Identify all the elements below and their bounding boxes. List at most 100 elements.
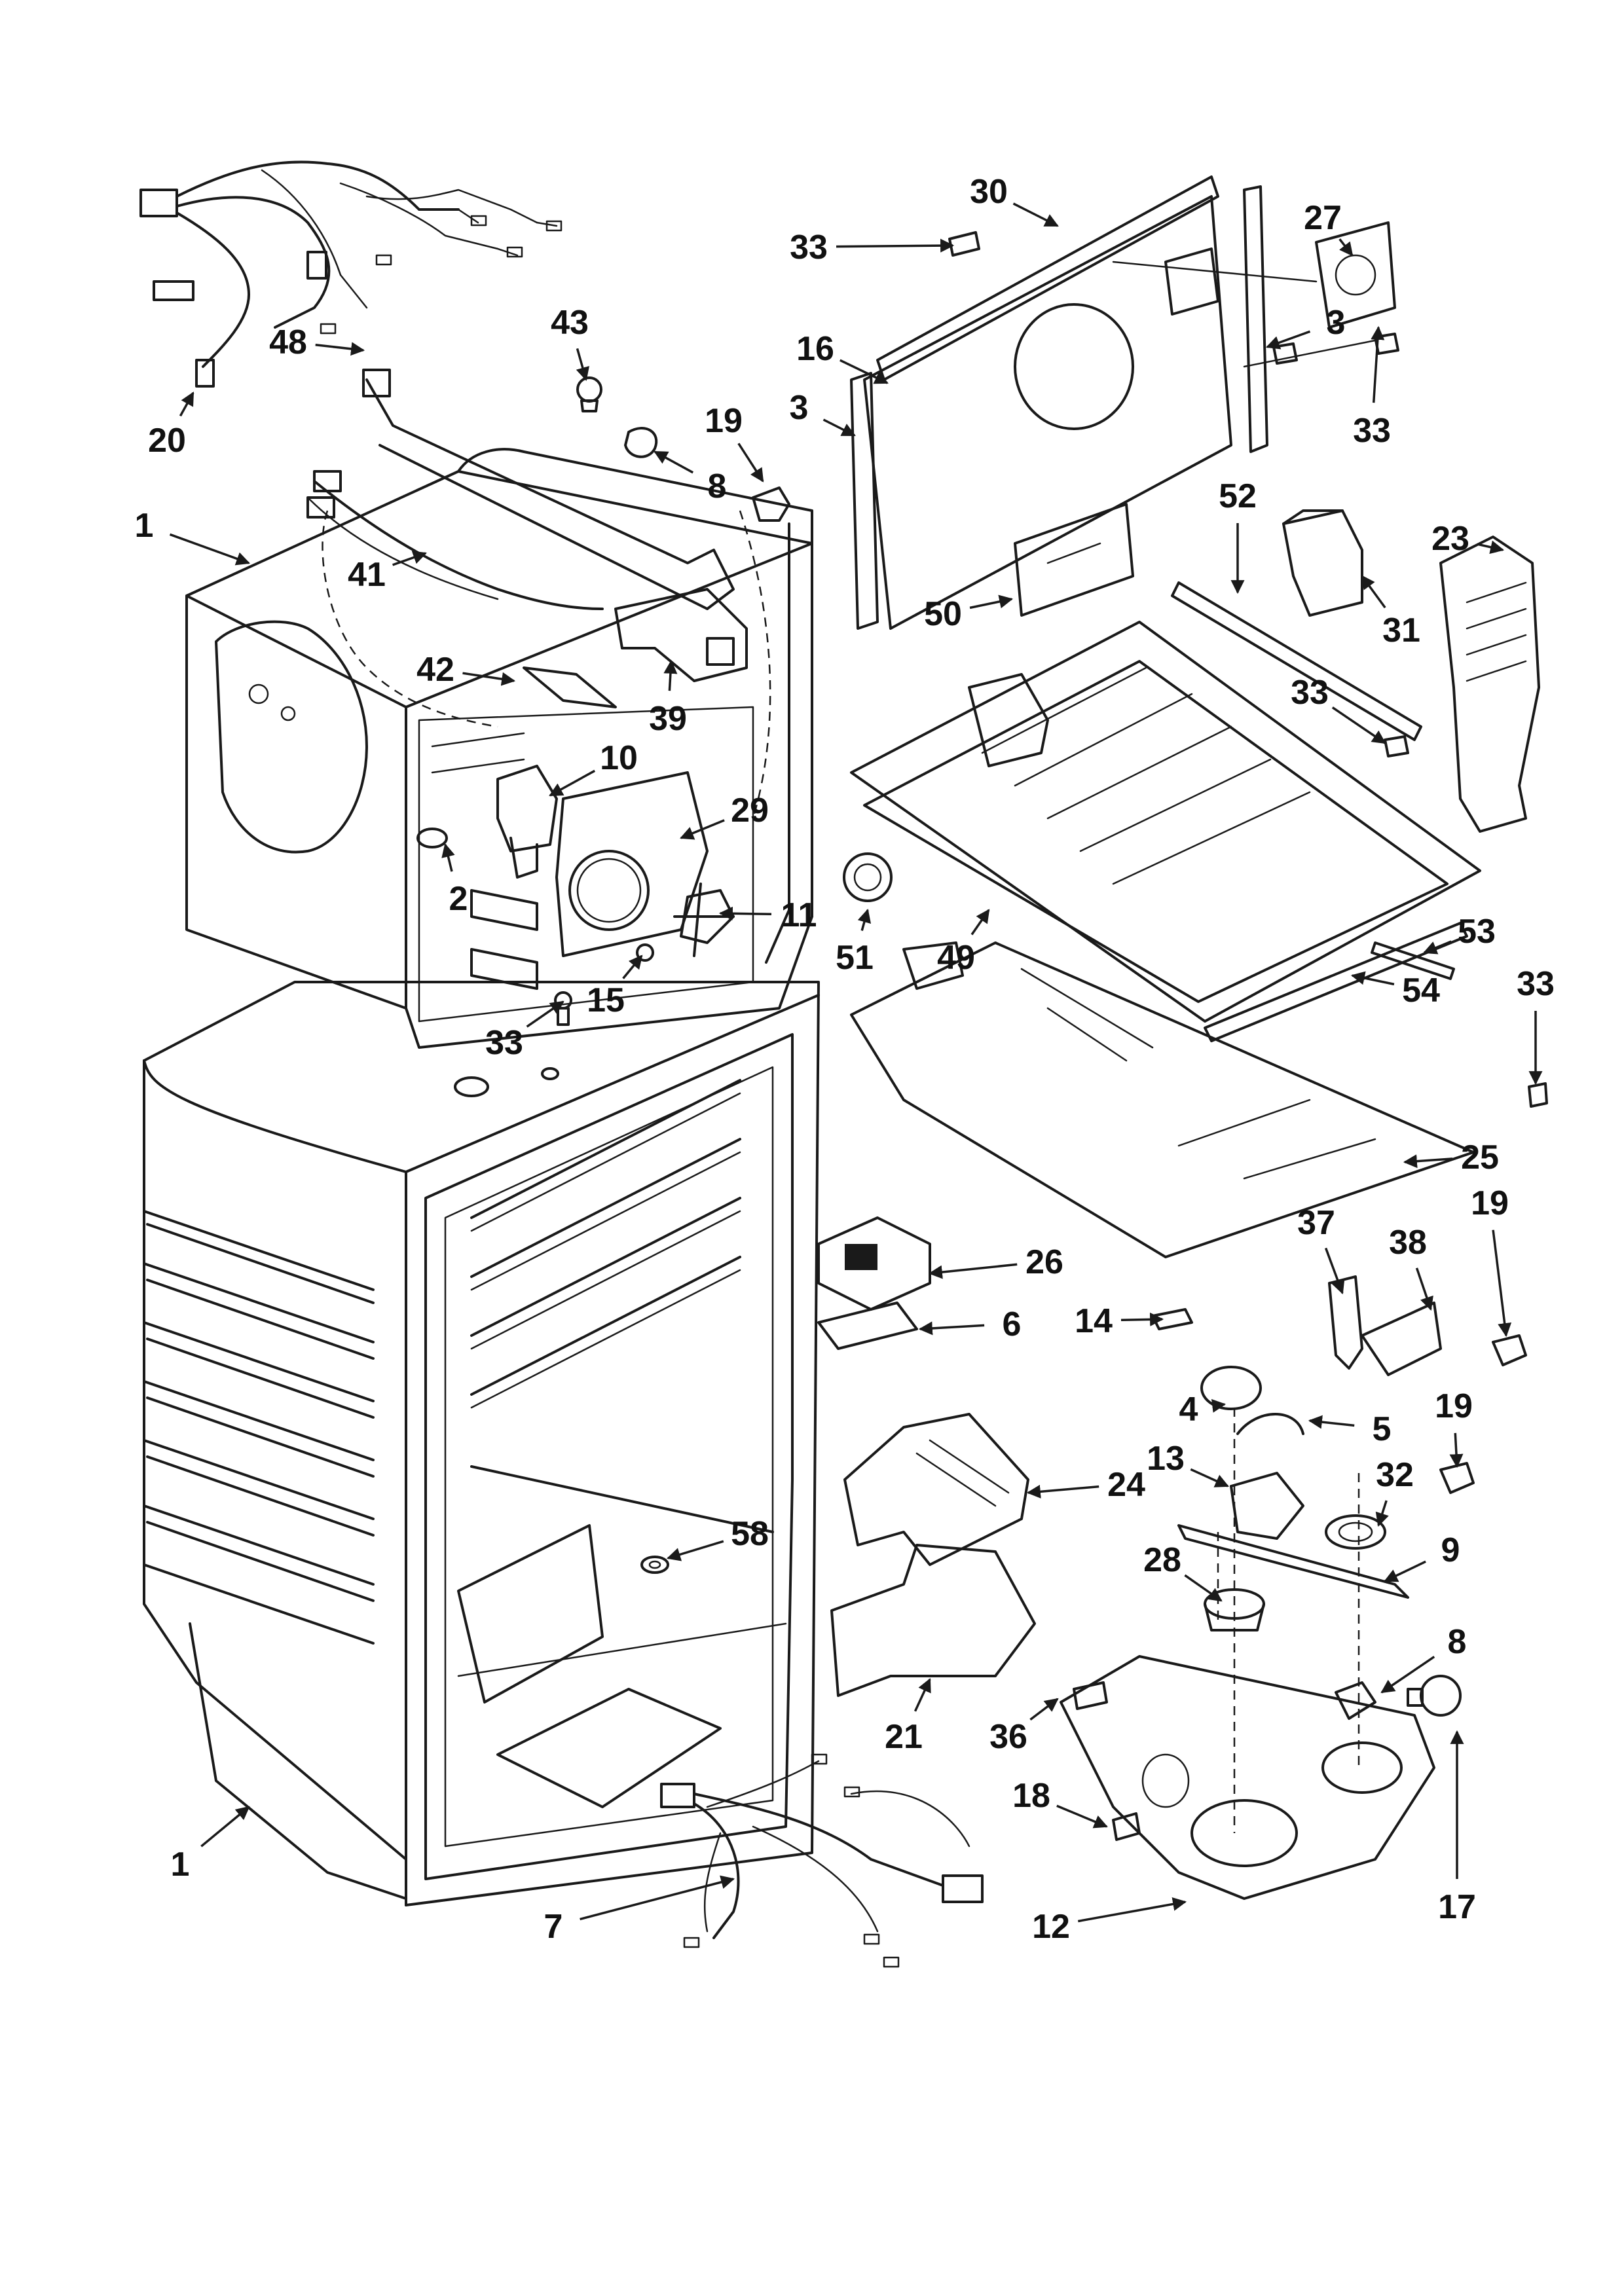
callout-number: 29 — [731, 792, 769, 829]
callout-leader — [1423, 940, 1452, 955]
callout-number: 58 — [731, 1515, 769, 1553]
callout-c5: 5 — [1308, 1410, 1391, 1448]
callout-leader — [1211, 1398, 1227, 1413]
callout-leader — [1403, 1154, 1453, 1169]
callout-c3a: 3 — [790, 389, 856, 437]
callout-number: 24 — [1107, 1466, 1145, 1504]
callout-leader — [654, 450, 694, 474]
callout-leader — [718, 906, 772, 920]
callout-number: 19 — [705, 402, 743, 440]
freezer-back-panel — [850, 175, 1399, 630]
callout-number: 15 — [587, 981, 625, 1019]
freezer-liner-upper — [185, 448, 813, 1049]
callout-c1a: 1 — [135, 507, 250, 566]
callout-leader — [737, 443, 764, 483]
callout-leader — [1331, 706, 1386, 744]
callout-leader — [622, 955, 643, 979]
callout-leader — [1492, 1230, 1512, 1338]
freezer-shelf-assembly — [843, 509, 1548, 1258]
callout-leader — [526, 1000, 564, 1028]
callout-number: 13 — [1147, 1440, 1185, 1478]
callout-number: 20 — [148, 422, 186, 460]
callout-c27: 27 — [1304, 199, 1354, 257]
callout-c51: 51 — [836, 908, 874, 977]
callout-leader — [1415, 1267, 1433, 1311]
callout-leader — [913, 1678, 931, 1712]
callout-leader — [836, 238, 955, 253]
callout-leader — [200, 1806, 250, 1848]
callout-leader — [1380, 1656, 1435, 1694]
callout-leader — [1120, 1312, 1164, 1326]
callout-number: 4 — [1179, 1391, 1198, 1429]
callout-c39: 39 — [649, 659, 687, 738]
callout-number: 36 — [989, 1718, 1027, 1756]
callout-leader — [663, 659, 678, 691]
callout-leader — [315, 342, 365, 356]
callout-number: 48 — [269, 323, 307, 361]
callout-leader — [1026, 1484, 1099, 1499]
callout-c38: 38 — [1389, 1224, 1433, 1311]
callout-number: 9 — [1441, 1531, 1460, 1569]
callout-c13: 13 — [1147, 1440, 1229, 1487]
callout-number: 37 — [1297, 1204, 1335, 1242]
callout-leader — [1375, 1500, 1389, 1527]
callout-c19c: 19 — [1435, 1387, 1473, 1468]
callout-c54: 54 — [1350, 971, 1440, 1010]
callout-c8b: 8 — [1380, 1623, 1467, 1694]
callout-leader — [179, 392, 194, 417]
callout-c8a: 8 — [654, 450, 726, 505]
callout-number: 43 — [551, 304, 589, 342]
callout-c30: 30 — [970, 173, 1059, 227]
dispenser-parts — [817, 1216, 1527, 1900]
callout-number: 33 — [1353, 412, 1391, 450]
wiring-harness-upper — [139, 160, 563, 388]
callout-c29: 29 — [680, 792, 769, 840]
callout-leader — [441, 843, 455, 872]
callout-c52: 52 — [1219, 477, 1257, 594]
callout-leader — [549, 769, 596, 797]
callout-number: 1 — [171, 1846, 190, 1884]
callout-number: 41 — [348, 556, 386, 594]
callout-number: 50 — [924, 595, 962, 633]
callout-number: 33 — [485, 1024, 523, 1062]
callout-leader — [1350, 971, 1395, 986]
callout-leader — [1371, 325, 1385, 403]
callout-leader — [1449, 1432, 1464, 1468]
callout-c17: 17 — [1438, 1730, 1476, 1926]
callout-number: 33 — [1517, 965, 1555, 1003]
callout-number: 38 — [1389, 1224, 1427, 1262]
callout-leader — [928, 1263, 1018, 1279]
callout-c36: 36 — [989, 1698, 1059, 1756]
callout-c4: 4 — [1179, 1391, 1227, 1429]
callout-leader — [822, 418, 856, 437]
callout-number: 14 — [1075, 1302, 1113, 1340]
callout-c33d: 33 — [1291, 674, 1386, 744]
callout-c25: 25 — [1403, 1139, 1499, 1176]
callout-c58: 58 — [666, 1515, 769, 1561]
callout-number: 27 — [1304, 199, 1342, 237]
callout-leader — [1029, 1698, 1059, 1721]
callout-leader — [392, 551, 427, 566]
callout-leader — [1184, 1574, 1223, 1602]
callout-c49: 49 — [937, 909, 990, 977]
callout-number: 53 — [1458, 913, 1496, 951]
upper-middle-parts — [306, 369, 790, 708]
callout-leader — [1361, 575, 1386, 609]
wiring-harness-lower — [660, 1753, 984, 1968]
callout-c33b: 33 — [790, 228, 955, 266]
callout-c50: 50 — [924, 594, 1014, 633]
callout-leader — [1384, 1560, 1426, 1582]
refrigerator-cabinet — [143, 981, 820, 1906]
callout-number: 51 — [836, 939, 874, 977]
callout-leader — [1477, 540, 1505, 555]
callout-c20: 20 — [148, 392, 194, 460]
callout-leader — [840, 359, 889, 384]
callout-number: 8 — [1448, 1623, 1467, 1661]
callout-leader — [970, 909, 990, 936]
callout-c23: 23 — [1431, 520, 1505, 558]
callout-number: 19 — [1471, 1184, 1509, 1222]
callout-leader — [918, 1321, 985, 1336]
